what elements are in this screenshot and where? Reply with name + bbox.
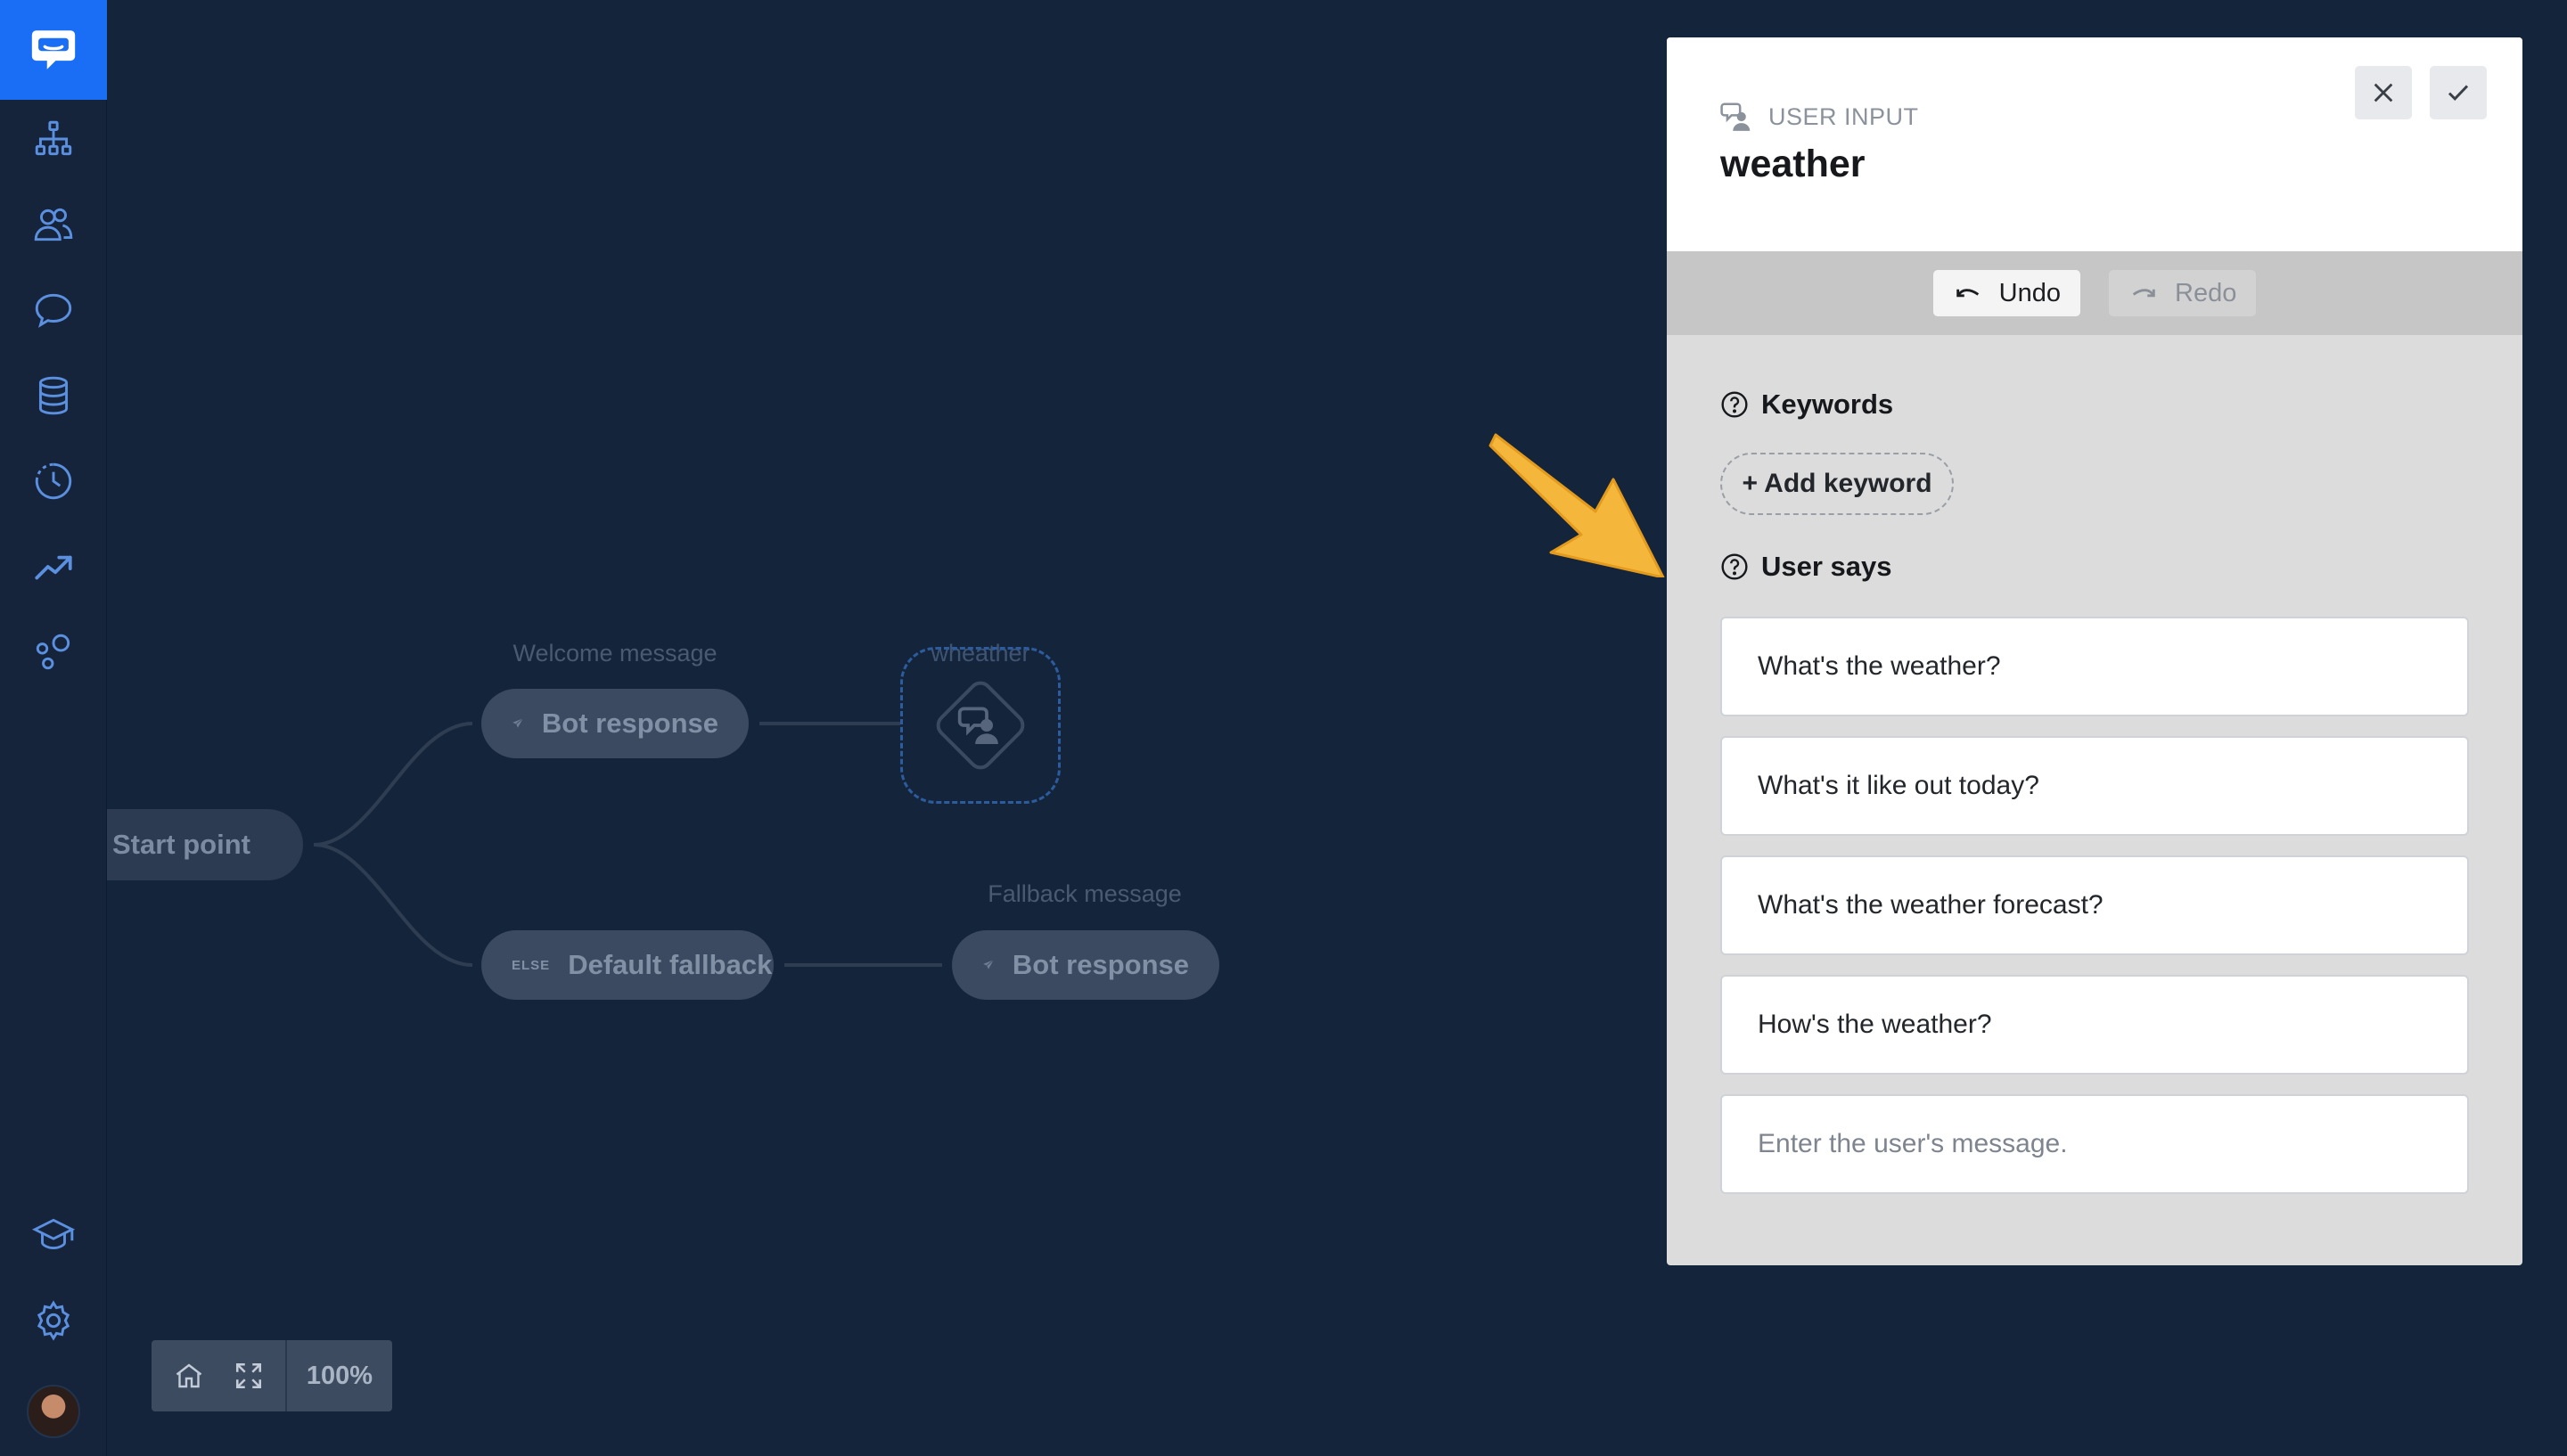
user-says-item[interactable]: How's the weather? [1720, 975, 2469, 1075]
send-icon [513, 717, 524, 728]
help-icon[interactable] [1720, 552, 1749, 581]
sidebar [0, 0, 107, 1456]
users-icon[interactable] [27, 198, 80, 251]
welcome-bot-response-node[interactable]: Bot response [481, 689, 749, 758]
redo-button[interactable]: Redo [2109, 270, 2257, 316]
user-says-item[interactable]: What's the weather forecast? [1720, 855, 2469, 955]
close-button[interactable] [2355, 66, 2412, 119]
integrations-icon[interactable] [27, 626, 80, 679]
user-avatar[interactable] [27, 1385, 80, 1438]
undo-icon [1956, 289, 1979, 298]
user-says-label: User says [1761, 551, 1892, 582]
panel-title[interactable]: weather [1720, 143, 1866, 185]
chat-icon[interactable] [27, 283, 80, 337]
user-says-item[interactable]: What's the weather? [1720, 617, 2469, 716]
help-icon[interactable] [1720, 390, 1749, 419]
fit-to-screen-button[interactable] [226, 1340, 271, 1411]
start-point-node[interactable]: Start point [107, 809, 303, 880]
keywords-section-label: Keywords [1720, 389, 1893, 421]
fallback-bot-response-node[interactable]: Bot response [952, 930, 1219, 1000]
start-point-label: Start point [112, 829, 250, 860]
annotation-arrow-icon [1489, 433, 1665, 577]
chatbot-logo-icon [31, 30, 76, 70]
welcome-message-label: Welcome message [513, 640, 718, 667]
fallback-message-label: Fallback message [988, 880, 1182, 907]
checkmark-icon [2448, 85, 2469, 102]
default-fallback-label: Default fallback [568, 949, 773, 980]
new-user-message-input[interactable]: Enter the user's message. [1720, 1094, 2469, 1194]
analytics-icon[interactable] [27, 540, 80, 593]
else-tag: ELSE [512, 957, 551, 973]
history-toolbar: Undo Redo [1667, 251, 2522, 335]
send-icon [983, 959, 995, 969]
flow-connectors [313, 722, 942, 967]
redo-label: Redo [2175, 278, 2237, 307]
default-fallback-node[interactable]: ELSE Default fallback [481, 930, 774, 1000]
close-icon [2374, 83, 2393, 102]
panel-header: USER INPUT weather [1667, 37, 2522, 251]
user-input-icon [1720, 102, 1751, 131]
fallback-bot-response-label: Bot response [1012, 949, 1189, 980]
undo-button[interactable]: Undo [1932, 270, 2080, 316]
panel-type: USER INPUT [1720, 100, 1919, 134]
panel-type-label: USER INPUT [1768, 102, 1919, 130]
confirm-button[interactable] [2430, 66, 2487, 119]
add-keyword-button[interactable]: + Add keyword [1720, 453, 1954, 515]
settings-icon[interactable] [27, 1294, 80, 1347]
expand-icon [235, 1362, 262, 1389]
home-button[interactable] [152, 1340, 226, 1411]
connector-start-fallback [313, 843, 473, 967]
redo-icon [2132, 289, 2155, 298]
user-input-node-label: wheather [931, 640, 1030, 667]
flow-canvas[interactable]: Start point Welcome message Bot response… [107, 0, 2567, 1456]
user-says-item[interactable]: What's it like out today? [1720, 736, 2469, 836]
stories-icon[interactable] [27, 112, 80, 166]
zoom-level[interactable]: 100% [285, 1340, 392, 1411]
database-icon[interactable] [27, 369, 80, 422]
app-logo[interactable] [0, 0, 107, 100]
user-input-icon [957, 707, 998, 744]
connector-start-welcome [313, 722, 473, 847]
home-icon [176, 1363, 202, 1388]
user-input-node[interactable] [900, 647, 1061, 804]
welcome-bot-response-label: Bot response [541, 708, 718, 739]
keywords-label: Keywords [1761, 389, 1894, 420]
user-says-section-label: User says [1720, 551, 1892, 583]
academy-icon[interactable] [27, 1208, 80, 1262]
canvas-controls: 100% [152, 1340, 392, 1411]
user-input-panel: USER INPUT weather Undo Redo [1667, 37, 2522, 1265]
undo-label: Undo [1998, 278, 2061, 307]
history-icon[interactable] [27, 454, 80, 508]
